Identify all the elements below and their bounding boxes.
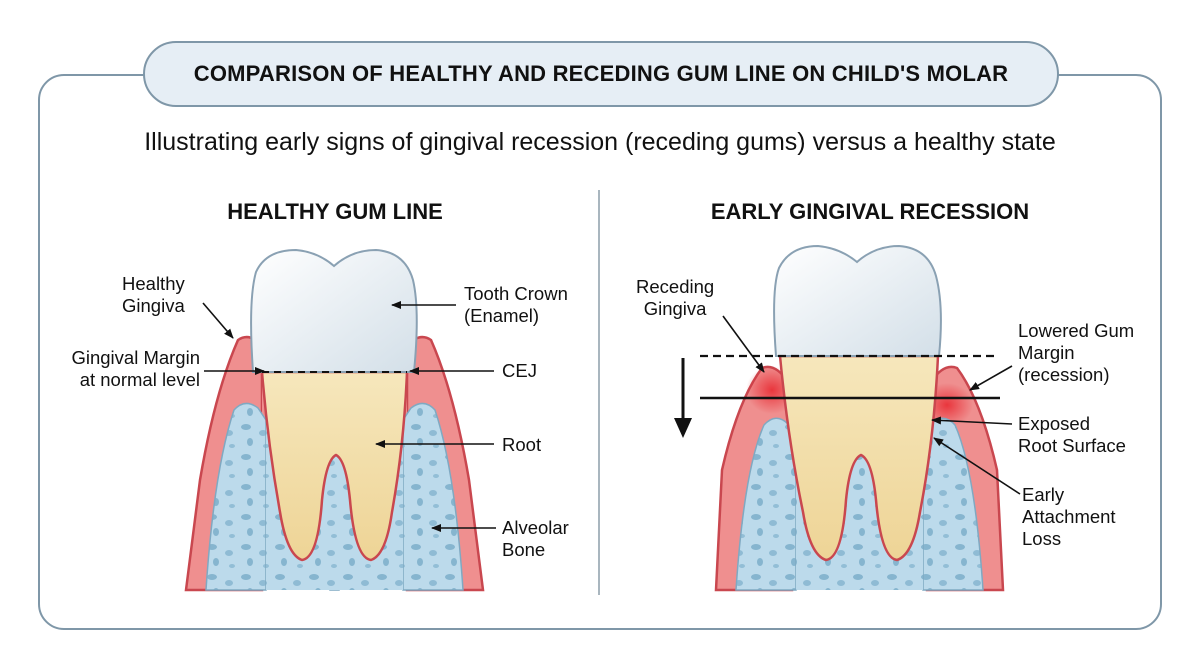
diagram-subtitle: Illustrating early signs of gingival rec… <box>144 128 1056 156</box>
label-healthy-gingiva: Healthy Gingiva <box>122 273 185 316</box>
healthy-panel-heading: HEALTHY GUM LINE <box>227 199 443 224</box>
recession-tooth-diagram <box>674 244 1005 592</box>
panel-divider <box>598 190 600 595</box>
receding-tooth-crown <box>773 244 942 357</box>
recession-panel-heading: EARLY GINGIVAL RECESSION <box>710 199 1030 224</box>
label-early-attachment-loss: Early Attachment Loss <box>1022 484 1116 549</box>
receding-alveolar-bone <box>735 417 984 591</box>
healthy-tooth-crown <box>250 248 418 373</box>
label-lowered-gum-margin: Lowered Gum Margin (recession) <box>1018 320 1135 385</box>
receding-tooth-root <box>778 354 940 562</box>
label-tooth-crown: Tooth Crown (Enamel) <box>464 283 568 326</box>
title-banner: COMPARISON OF HEALTHY AND RECEDING GUM L… <box>143 41 1059 107</box>
healthy-tooth-root <box>260 370 409 562</box>
arrow-exposed-root-surface <box>931 416 1013 425</box>
arrow-receding-gingiva <box>722 315 765 373</box>
arrow-early-attachment-loss <box>933 437 1021 495</box>
label-gingival-margin: Gingival Margin at normal level <box>71 347 200 390</box>
label-alveolar-bone: Alveolar Bone <box>502 517 569 560</box>
healthy-tooth-diagram <box>184 248 485 592</box>
label-root: Root <box>502 434 542 455</box>
arrow-lowered-gum-margin <box>969 365 1013 391</box>
label-cej: CEJ <box>502 360 537 381</box>
label-receding-gingiva: Receding Gingiva <box>636 276 715 319</box>
diagram-title: COMPARISON OF HEALTHY AND RECEDING GUM L… <box>193 61 1009 86</box>
arrow-healthy-gingiva <box>202 302 234 339</box>
label-exposed-root-surface: Exposed Root Surface <box>1018 413 1126 456</box>
